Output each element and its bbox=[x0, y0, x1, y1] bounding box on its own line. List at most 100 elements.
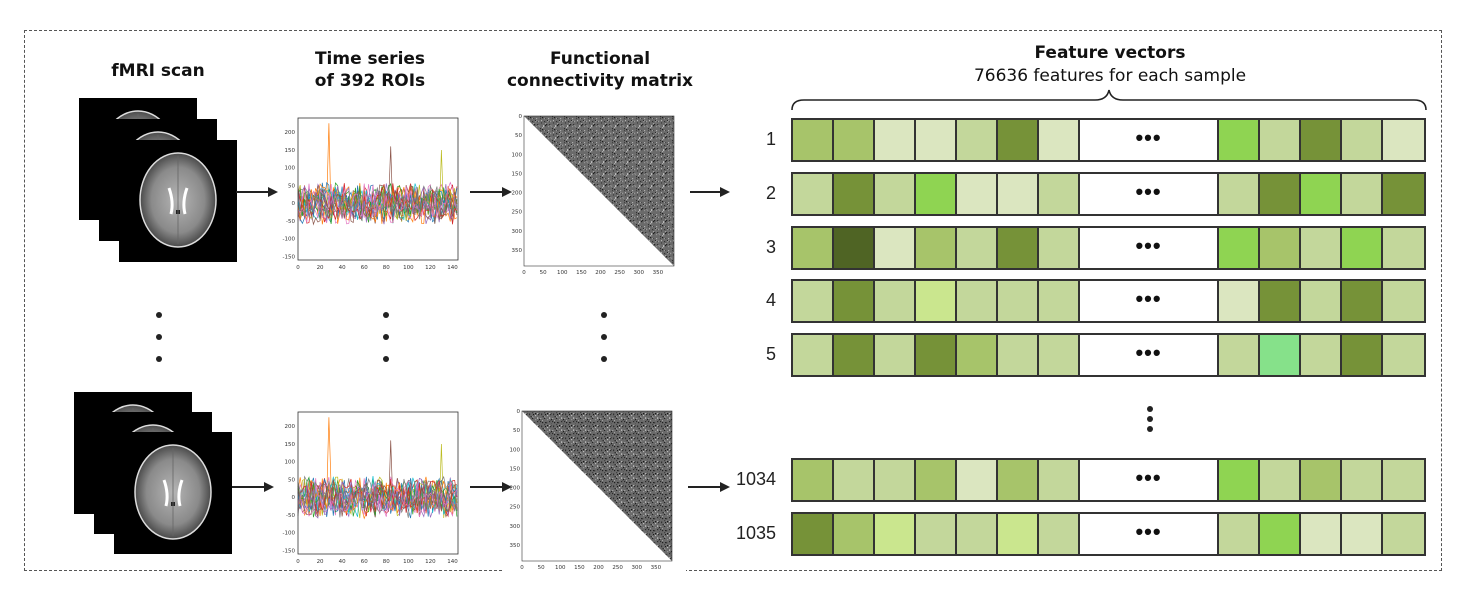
feature-cell bbox=[834, 335, 875, 375]
feature-cell bbox=[1342, 281, 1383, 321]
horizontal-ellipsis: ••• bbox=[1135, 518, 1162, 544]
timeseries-line bbox=[297, 183, 458, 225]
x-tick-label: 40 bbox=[339, 559, 346, 565]
y-tick-label: 100 bbox=[285, 166, 296, 172]
y-tick-label: -150 bbox=[283, 254, 296, 260]
horizontal-ellipsis: ••• bbox=[1135, 285, 1162, 311]
y-tick-label: 200 bbox=[285, 130, 296, 136]
feature-cell bbox=[1039, 514, 1080, 554]
row-label: 1035 bbox=[735, 523, 776, 543]
feature-cell bbox=[1219, 228, 1260, 268]
feature-cell bbox=[1383, 514, 1424, 554]
feature-cell bbox=[793, 174, 834, 214]
feature-cell bbox=[834, 460, 875, 500]
x-tick-label: 0 bbox=[296, 559, 300, 565]
feature-cell bbox=[1301, 228, 1342, 268]
x-tick-label: 60 bbox=[361, 265, 368, 271]
y-tick-label: 200 bbox=[510, 486, 521, 492]
vertical-ellipsis bbox=[1145, 406, 1155, 448]
x-tick-label: 100 bbox=[403, 265, 414, 271]
feature-cell bbox=[1301, 460, 1342, 500]
feature-cell bbox=[875, 120, 916, 160]
feature-cell bbox=[793, 335, 834, 375]
x-tick-label: 140 bbox=[447, 559, 458, 565]
horizontal-ellipsis: ••• bbox=[1135, 232, 1162, 258]
feature-cell bbox=[1219, 460, 1260, 500]
feature-cell bbox=[998, 120, 1039, 160]
feature-cell bbox=[1342, 460, 1383, 500]
feature-cell bbox=[1301, 514, 1342, 554]
arrow-icon bbox=[232, 482, 274, 492]
arrow-icon bbox=[470, 187, 512, 197]
features-subheader: 76636 features for each sample bbox=[973, 66, 1247, 86]
y-tick-label: -100 bbox=[283, 531, 296, 537]
curly-brace bbox=[791, 89, 1427, 111]
y-tick-label: 150 bbox=[510, 466, 521, 472]
x-tick-label: 0 bbox=[522, 270, 526, 276]
horizontal-ellipsis: ••• bbox=[1135, 339, 1162, 365]
timeseries-header: Time series of 392 ROIs bbox=[300, 48, 440, 92]
feature-cell bbox=[1260, 514, 1301, 554]
feature-cell bbox=[1383, 174, 1424, 214]
feature-cell bbox=[916, 460, 957, 500]
x-tick-label: 100 bbox=[557, 270, 568, 276]
y-tick-label: 250 bbox=[512, 210, 523, 216]
feature-cell bbox=[957, 514, 998, 554]
y-tick-label: 150 bbox=[512, 171, 523, 177]
feature-cell bbox=[875, 514, 916, 554]
feature-cell bbox=[875, 174, 916, 214]
x-tick-label: 350 bbox=[651, 565, 662, 571]
feature-cell bbox=[1383, 228, 1424, 268]
feature-cell bbox=[834, 281, 875, 321]
feature-ellipsis-gap: ••• bbox=[1080, 514, 1219, 554]
timeseries-line bbox=[297, 188, 458, 220]
feature-cell bbox=[916, 514, 957, 554]
x-tick-label: 0 bbox=[520, 565, 524, 571]
x-tick-label: 250 bbox=[612, 565, 623, 571]
feature-ellipsis-gap: ••• bbox=[1080, 281, 1219, 321]
fc-header-line2: connectivity matrix bbox=[506, 71, 694, 91]
fc-header-line1: Functional bbox=[549, 49, 651, 69]
x-tick-label: 120 bbox=[425, 265, 436, 271]
feature-vector-row: ••• bbox=[791, 226, 1426, 270]
feature-cell bbox=[916, 335, 957, 375]
feature-cell bbox=[1301, 174, 1342, 214]
row-label: 4 bbox=[765, 290, 776, 310]
row-label: 3 bbox=[765, 237, 776, 257]
x-tick-label: 250 bbox=[614, 270, 625, 276]
timeseries-line bbox=[297, 183, 458, 224]
feature-cell bbox=[998, 228, 1039, 268]
x-tick-label: 60 bbox=[361, 559, 368, 565]
feature-cell bbox=[1039, 281, 1080, 321]
horizontal-ellipsis: ••• bbox=[1135, 464, 1162, 490]
y-tick-label: 50 bbox=[513, 428, 520, 434]
feature-vector-row: ••• bbox=[791, 333, 1426, 377]
x-tick-label: 40 bbox=[339, 265, 346, 271]
row-label: 1 bbox=[765, 129, 776, 149]
feature-cell bbox=[1039, 460, 1080, 500]
feature-ellipsis-gap: ••• bbox=[1080, 174, 1219, 214]
y-tick-label: -150 bbox=[283, 548, 296, 554]
feature-cell bbox=[1383, 335, 1424, 375]
feature-cell bbox=[1383, 460, 1424, 500]
feature-cell bbox=[1219, 335, 1260, 375]
feature-cell bbox=[957, 120, 998, 160]
fc-upper-triangle bbox=[524, 116, 674, 266]
feature-cell bbox=[1260, 174, 1301, 214]
y-tick-label: -50 bbox=[286, 219, 295, 225]
y-tick-label: 200 bbox=[512, 191, 523, 197]
vertical-ellipsis bbox=[599, 312, 609, 378]
feature-cell bbox=[998, 281, 1039, 321]
feature-cell bbox=[1342, 335, 1383, 375]
feature-cell bbox=[834, 174, 875, 214]
feature-cell bbox=[793, 281, 834, 321]
y-tick-label: 200 bbox=[285, 424, 296, 430]
arrow-icon bbox=[470, 482, 512, 492]
horizontal-ellipsis: ••• bbox=[1135, 178, 1162, 204]
